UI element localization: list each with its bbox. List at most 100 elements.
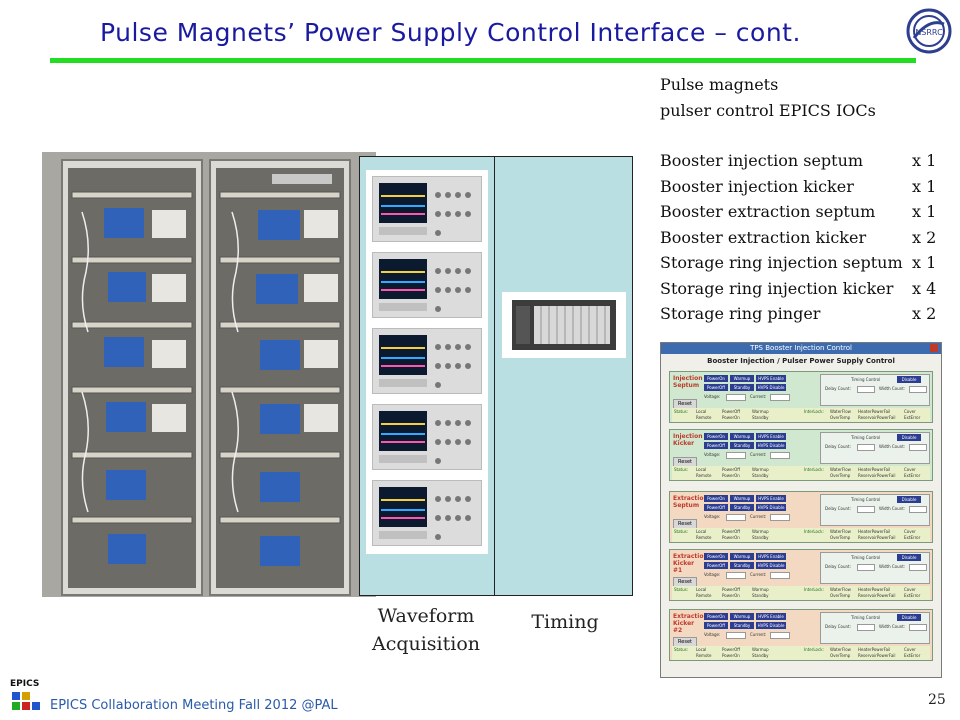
width-count-label: Width Count: <box>879 506 906 511</box>
power-on-button[interactable]: PowerOn <box>704 375 728 382</box>
voltage-label: Voltage: <box>704 572 721 577</box>
power-off-button[interactable]: PowerOff <box>704 442 728 449</box>
delay-count-field[interactable] <box>857 444 875 451</box>
voltage-field[interactable] <box>726 394 746 401</box>
standby-button[interactable]: Standby <box>730 384 754 391</box>
hvps-disable-button[interactable]: HVPS Disable <box>756 384 786 391</box>
power-on-button[interactable]: PowerOn <box>704 613 728 620</box>
warmup-button[interactable]: Warmup <box>730 613 754 620</box>
hvps-enable-button[interactable]: HVPS Enable <box>756 553 786 560</box>
voltage-field[interactable] <box>726 452 746 459</box>
hvps-disable-button[interactable]: HVPS Disable <box>756 442 786 449</box>
status-item: Standby <box>752 593 769 598</box>
oscilloscope-stack <box>366 170 488 554</box>
standby-button[interactable]: Standby <box>730 504 754 511</box>
close-icon[interactable] <box>930 344 938 352</box>
delay-count-label: Delay Count: <box>825 444 851 449</box>
warmup-button[interactable]: Warmup <box>730 553 754 560</box>
interlock-item: WaterFlow <box>830 587 851 592</box>
delay-count-field[interactable] <box>857 624 875 631</box>
epics-logo-text: EPICS <box>10 679 39 689</box>
current-field[interactable] <box>770 394 790 401</box>
power-on-button[interactable]: PowerOn <box>704 495 728 502</box>
voltage-field[interactable] <box>726 572 746 579</box>
status-item: Local <box>696 529 707 534</box>
oscilloscope-screen <box>379 259 427 299</box>
disable-button[interactable]: Disable <box>897 376 921 383</box>
delay-count-label: Delay Count: <box>825 506 851 511</box>
interlock-item: Cover <box>904 647 916 652</box>
voltage-field[interactable] <box>726 632 746 639</box>
width-count-field[interactable] <box>909 624 927 631</box>
disable-button[interactable]: Disable <box>897 614 921 621</box>
current-field[interactable] <box>770 514 790 521</box>
status-item: Local <box>696 409 707 414</box>
width-count-field[interactable] <box>909 564 927 571</box>
oscilloscope-screen <box>379 183 427 223</box>
warmup-button[interactable]: Warmup <box>730 495 754 502</box>
status-item: Remote <box>696 535 712 540</box>
interlock-item: HeaterPowerFail <box>858 409 891 414</box>
hvps-enable-button[interactable]: HVPS Enable <box>756 433 786 440</box>
interlock-item: HeaterPowerFail <box>858 467 891 472</box>
disable-button[interactable]: Disable <box>897 554 921 561</box>
interlock-item: ExtError <box>904 473 921 478</box>
control-gui-window: TPS Booster Injection Control Booster In… <box>660 342 942 678</box>
voltage-field[interactable] <box>726 514 746 521</box>
timing-label: Timing <box>531 611 599 633</box>
status-item: Local <box>696 587 707 592</box>
width-count-field[interactable] <box>909 386 927 393</box>
hvps-disable-button[interactable]: HVPS Disable <box>756 622 786 629</box>
hvps-disable-button[interactable]: HVPS Disable <box>756 562 786 569</box>
warmup-button[interactable]: Warmup <box>730 375 754 382</box>
power-off-button[interactable]: PowerOff <box>704 562 728 569</box>
interlock-item: Cover <box>904 587 916 592</box>
hvps-disable-button[interactable]: HVPS Disable <box>756 504 786 511</box>
power-on-button[interactable]: PowerOn <box>704 433 728 440</box>
width-count-label: Width Count: <box>879 624 906 629</box>
current-field[interactable] <box>770 572 790 579</box>
status-item: Warmup <box>752 647 769 652</box>
status-label: Status: <box>674 467 689 472</box>
ioc-list: Pulse magnets pulser control EPICS IOCs … <box>660 72 960 327</box>
disable-button[interactable]: Disable <box>897 434 921 441</box>
standby-button[interactable]: Standby <box>730 442 754 449</box>
width-count-field[interactable] <box>909 506 927 513</box>
warmup-button[interactable]: Warmup <box>730 433 754 440</box>
standby-button[interactable]: Standby <box>730 562 754 569</box>
current-field[interactable] <box>770 632 790 639</box>
waveform-label-line2: Acquisition <box>371 633 481 655</box>
oscilloscope <box>372 404 482 470</box>
power-on-button[interactable]: PowerOn <box>704 553 728 560</box>
status-item: Remote <box>696 415 712 420</box>
ioc-item-count: x 1 <box>912 253 937 272</box>
status-label: Status: <box>674 587 689 592</box>
ioc-item-name: Storage ring pinger <box>660 304 821 323</box>
delay-count-field[interactable] <box>857 386 875 393</box>
power-off-button[interactable]: PowerOff <box>704 504 728 511</box>
standby-button[interactable]: Standby <box>730 622 754 629</box>
status-item: Warmup <box>752 529 769 534</box>
hvps-enable-button[interactable]: HVPS Enable <box>756 495 786 502</box>
nsrrc-logo-text: NSRRC <box>915 28 943 37</box>
current-field[interactable] <box>770 452 790 459</box>
delay-count-field[interactable] <box>857 506 875 513</box>
hvps-enable-button[interactable]: HVPS Enable <box>756 375 786 382</box>
status-label: Status: <box>674 409 689 414</box>
width-count-label: Width Count: <box>879 564 906 569</box>
power-off-button[interactable]: PowerOff <box>704 622 728 629</box>
width-count-field[interactable] <box>909 444 927 451</box>
delay-count-field[interactable] <box>857 564 875 571</box>
oscilloscope <box>372 252 482 318</box>
hvps-enable-button[interactable]: HVPS Enable <box>756 613 786 620</box>
power-off-button[interactable]: PowerOff <box>704 384 728 391</box>
disable-button[interactable]: Disable <box>897 496 921 503</box>
status-item: Warmup <box>752 587 769 592</box>
slide-title: Pulse Magnets’ Power Supply Control Inte… <box>100 18 801 47</box>
status-item: PowerOn <box>722 473 740 478</box>
